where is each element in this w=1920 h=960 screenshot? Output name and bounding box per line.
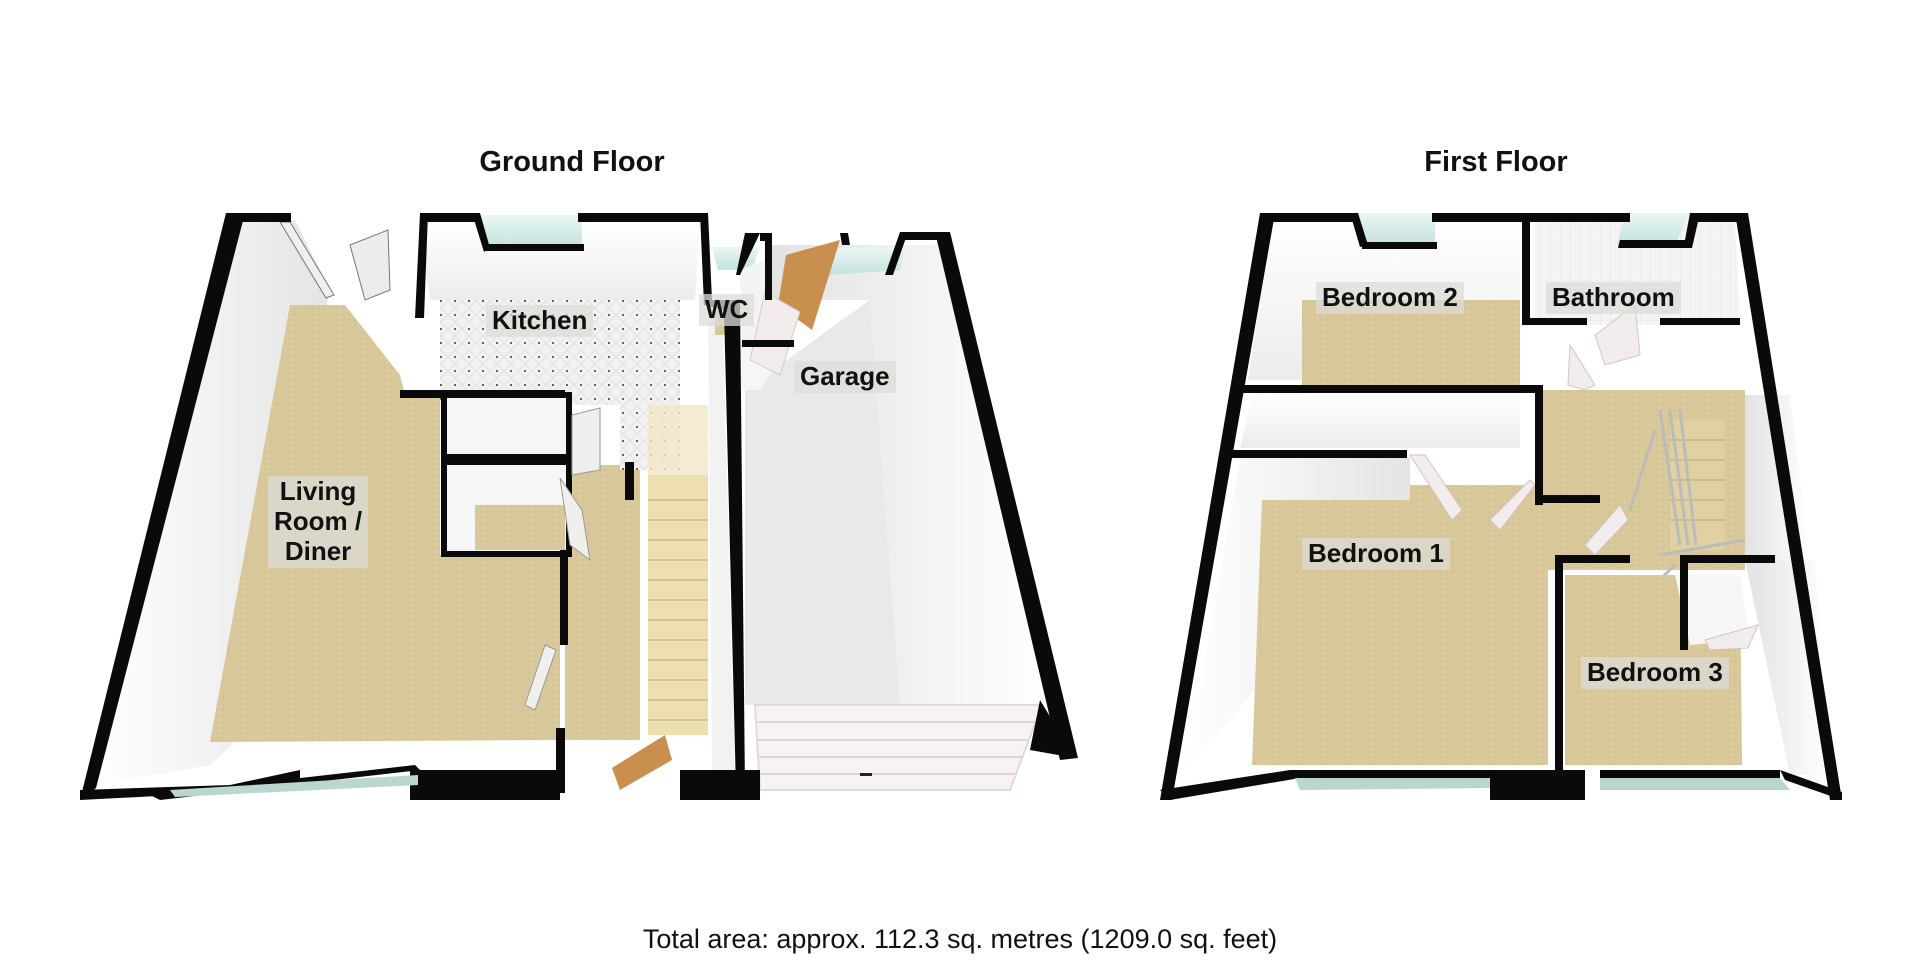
hall-door xyxy=(559,477,591,562)
bathroom-window-glass xyxy=(1617,213,1690,245)
wardrobe-wall-face xyxy=(1240,395,1520,448)
first-floor-stairs xyxy=(1626,409,1746,612)
total-area-caption: Total area: approx. 112.3 sq. metres (12… xyxy=(642,924,1278,954)
first-floor-walls xyxy=(1160,213,1842,800)
living-room-floor xyxy=(210,305,560,742)
bathroom-door xyxy=(1594,304,1641,366)
bedroom-2-window-glass xyxy=(1355,213,1435,245)
room-label-kitchen: Kitchen xyxy=(486,305,594,337)
bedroom-1-floor xyxy=(1252,485,1548,765)
bedroom-3-cupboard xyxy=(1675,575,1750,645)
living-door xyxy=(524,644,557,711)
living-label-line-3: Diner xyxy=(284,535,352,566)
ground-floor-walls xyxy=(80,213,1078,800)
bedroom-2-floor xyxy=(1302,300,1520,388)
room-label-bedroom-2: Bedroom 2 xyxy=(1316,282,1464,314)
room-label-living-room-diner: Living Room / Diner xyxy=(268,476,369,568)
airing-cupboard-door xyxy=(1567,343,1596,391)
living-room-window-glass xyxy=(170,775,418,797)
bedroom-3-window-glass xyxy=(1600,778,1790,790)
wc-door xyxy=(749,291,801,376)
living-label-line-2: Room / xyxy=(274,505,363,536)
cupboard-upper xyxy=(441,392,572,460)
garage-door xyxy=(753,704,1044,791)
room-label-bathroom: Bathroom xyxy=(1546,282,1681,314)
first-floor-plan xyxy=(1160,213,1842,800)
garage-side-door xyxy=(778,240,840,330)
room-label-bedroom-1: Bedroom 1 xyxy=(1302,538,1450,570)
front-door xyxy=(612,735,672,790)
first-floor-title: First Floor xyxy=(1424,146,1568,178)
ground-floor-stairs xyxy=(648,405,708,735)
ground-floor-title: Ground Floor xyxy=(479,146,665,178)
room-label-wc: WC xyxy=(699,294,755,326)
living-room-wall-face xyxy=(96,220,330,785)
back-door-2 xyxy=(349,229,391,301)
room-label-bedroom-3: Bedroom 3 xyxy=(1581,657,1729,689)
living-label-line-1: Living xyxy=(279,476,357,506)
bedroom-1-door-left xyxy=(1409,454,1463,521)
garage-floor xyxy=(745,300,900,705)
room-label-garage: Garage xyxy=(794,361,896,393)
kitchen-floor xyxy=(440,300,680,470)
cupboard-door xyxy=(1704,624,1759,651)
kitchen-door xyxy=(571,407,601,476)
bedroom-1-window-glass xyxy=(1295,778,1490,790)
ground-floor-plan xyxy=(80,213,1078,800)
garage-wall-face xyxy=(770,235,1045,705)
kitchen-window-glass xyxy=(476,215,582,248)
bedroom-3-door xyxy=(1584,504,1629,556)
